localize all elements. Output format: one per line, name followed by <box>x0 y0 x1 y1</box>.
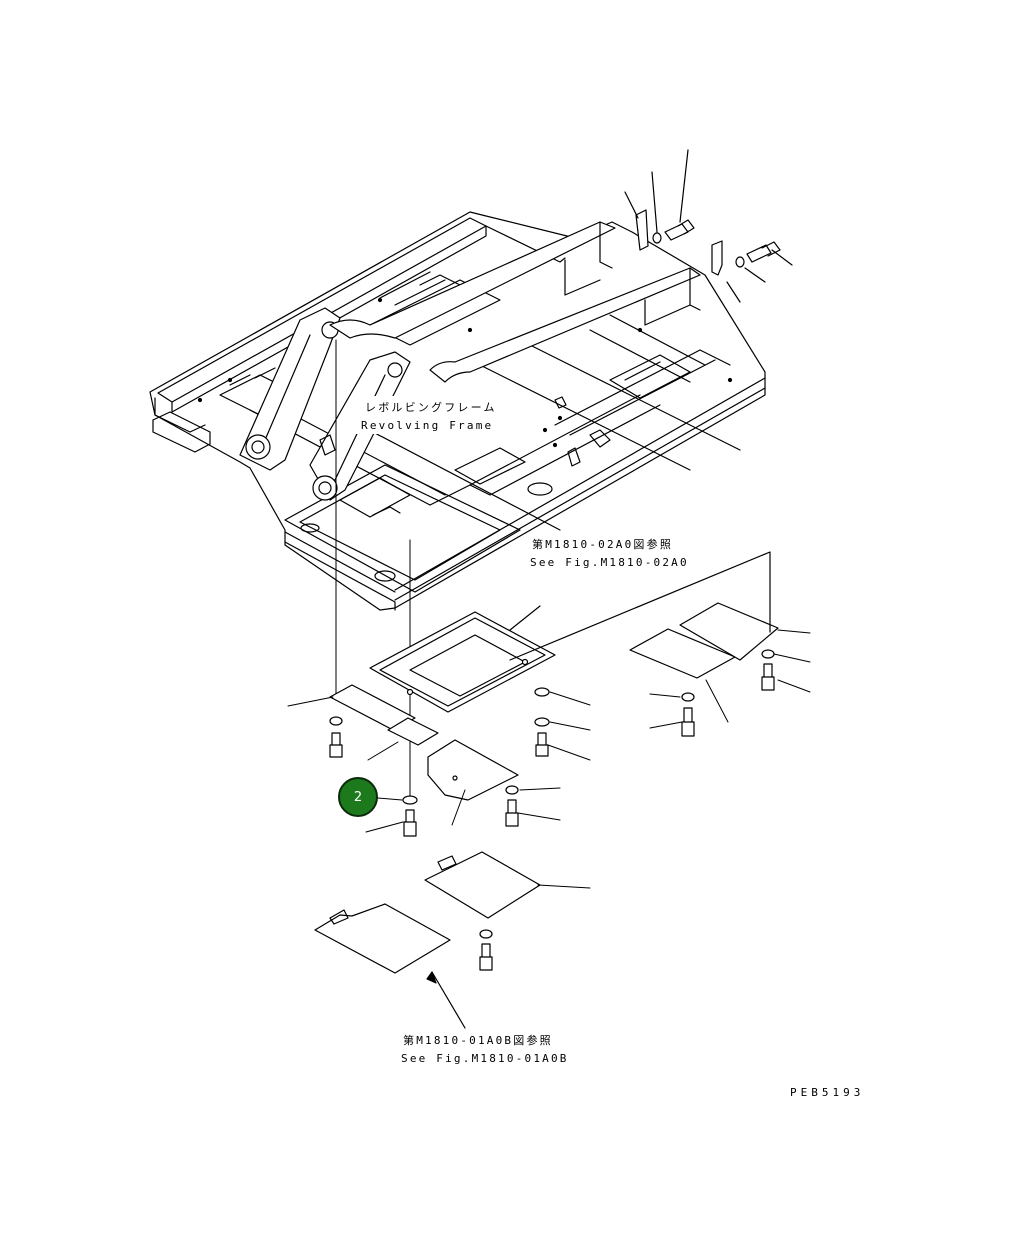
upper-reference-jp: 第M1810-02A0図参照 <box>532 538 674 551</box>
upper-bracket-hardware <box>624 149 793 303</box>
drawing-code: PEB5193 <box>790 1086 865 1099</box>
lower-reference-jp: 第M1810-01A0B図参照 <box>403 1034 553 1047</box>
lower-reference-en: See Fig.M1810-01A0B <box>401 1052 569 1065</box>
leader-lines <box>287 629 811 889</box>
upper-cover-plates <box>329 551 779 801</box>
part-callout-2[interactable]: 2 <box>338 777 378 817</box>
washers-and-bolts <box>329 649 775 971</box>
frame-label-en: Revolving Frame <box>359 419 496 433</box>
upper-reference-en: See Fig.M1810-02A0 <box>530 556 689 569</box>
frame-label-jp: レボルビングフレーム <box>363 401 499 415</box>
lower-cover-plates <box>314 851 541 1029</box>
